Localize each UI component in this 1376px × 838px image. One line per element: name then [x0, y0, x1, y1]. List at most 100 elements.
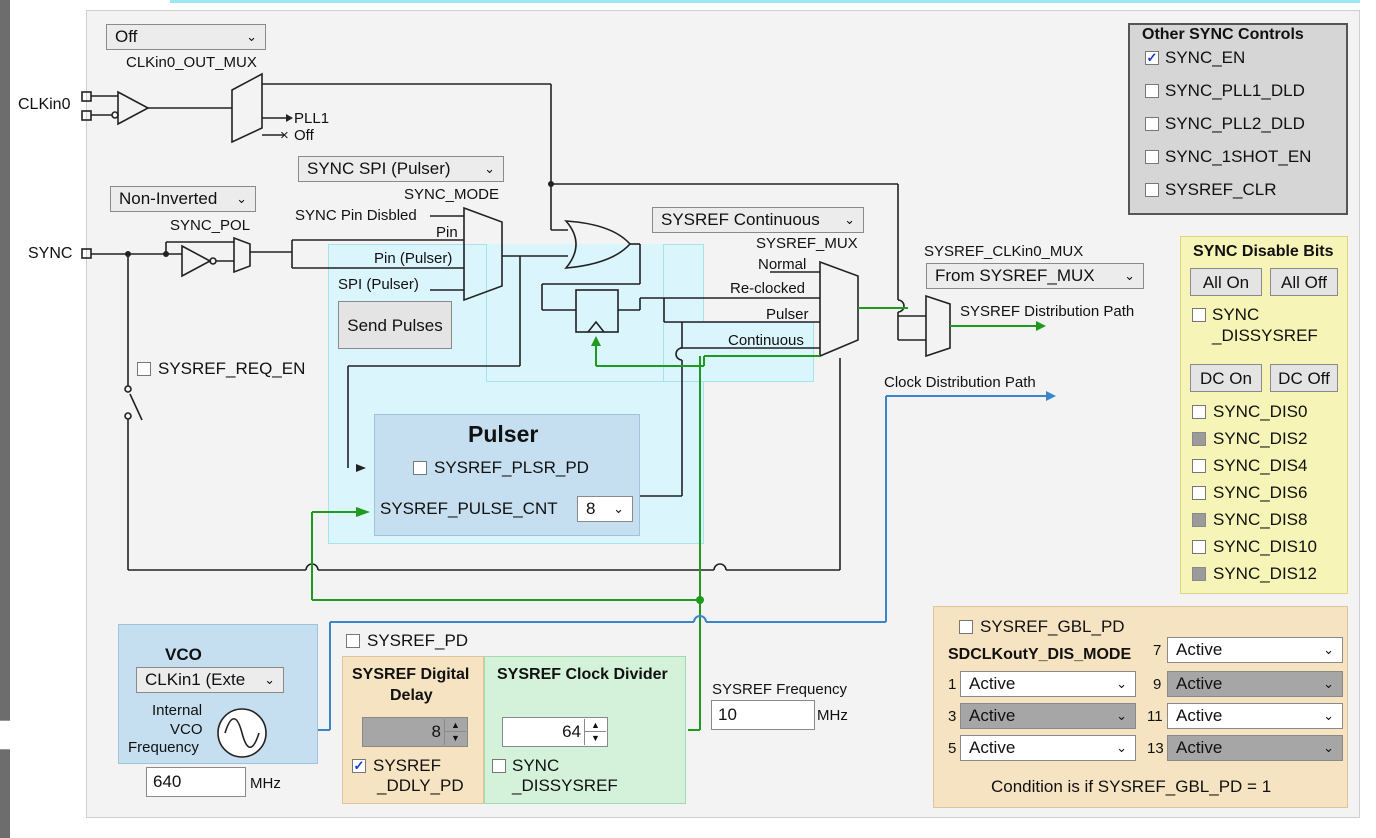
chevron-down-icon: ⌄ — [844, 212, 855, 227]
dis-mode-5-value: Active — [969, 738, 1016, 757]
sync-pll2-dld-label: SYNC_PLL2_DLD — [1165, 114, 1305, 133]
sysref-clkin0-mux-select[interactable]: From SYSREF_MUX⌄ — [926, 263, 1144, 289]
sysref-mux-select[interactable]: SYSREF Continuous ⌄ — [652, 207, 864, 233]
sync-dis12-checkbox[interactable] — [1192, 567, 1206, 581]
sysref-pd-checkbox[interactable] — [346, 634, 360, 648]
row-num-7: 7 — [1153, 642, 1162, 659]
sync-dis2-label: SYNC_DIS2 — [1213, 429, 1308, 448]
sysref-req-en-checkbox[interactable] — [137, 362, 151, 376]
all-on-button[interactable]: All On — [1190, 268, 1262, 296]
send-pulses-button[interactable]: Send Pulses — [338, 301, 452, 349]
row-num-11: 11 — [1147, 708, 1163, 725]
sync-dis6-checkbox[interactable] — [1192, 486, 1206, 500]
sync-dis12-label: SYNC_DIS12 — [1213, 564, 1317, 583]
sync-mode-select[interactable]: SYNC SPI (Pulser) ⌄ — [298, 156, 504, 182]
sync-dis8-checkbox[interactable] — [1192, 513, 1206, 527]
sync-dis8-label: SYNC_DIS8 — [1213, 510, 1308, 529]
dis-mode-1-value: Active — [969, 674, 1016, 693]
sysref-frequency-input[interactable]: 10 — [711, 700, 815, 730]
dis-mode-7-select[interactable]: Active⌄ — [1167, 637, 1343, 663]
divider-sync-dissysref-label-1: SYNC — [512, 756, 560, 775]
dis-mode-3-value: Active — [969, 706, 1016, 725]
sync-mode-value: SYNC SPI (Pulser) — [307, 159, 451, 178]
sysref-clr-checkbox[interactable] — [1145, 183, 1159, 197]
sysref-frequency-label: SYSREF Frequency — [712, 681, 848, 698]
digital-delay-stepper[interactable]: 8 ▲▼ — [362, 717, 468, 747]
dis-mode-9-select[interactable]: Active⌄ — [1167, 671, 1343, 697]
down-arrow-icon[interactable]: ▼ — [451, 733, 460, 743]
sync-mode-input-spi-pulser: SPI (Pulser) — [338, 276, 419, 293]
divider-sync-dissysref-checkbox[interactable] — [492, 759, 506, 773]
dis-mode-5-select[interactable]: Active⌄ — [960, 735, 1136, 761]
sysref-mux-input-reclocked: Re-clocked — [730, 280, 806, 297]
vco-panel — [118, 624, 318, 764]
dis-mode-1-select[interactable]: Active⌄ — [960, 671, 1136, 697]
sync-en-checkbox[interactable]: ✓ — [1145, 50, 1159, 65]
up-arrow-icon[interactable]: ▲ — [585, 719, 606, 732]
clkin0-buffer — [117, 90, 150, 126]
sdclkout-dis-mode-title: SDCLKoutY_DIS_MODE — [948, 646, 1132, 663]
sysref-plsr-pd-checkbox[interactable] — [413, 461, 427, 475]
sysref-mux-value: SYSREF Continuous — [661, 210, 820, 229]
digital-delay-title-2: Delay — [390, 687, 433, 704]
top-accent-bar — [170, 0, 1360, 3]
row-num-1: 1 — [948, 676, 957, 693]
sysref-pulse-cnt-select[interactable]: 8⌄ — [577, 496, 633, 522]
chevron-down-icon: ⌄ — [236, 191, 247, 206]
dis-mode-13-select[interactable]: Active ⌄ — [1167, 735, 1343, 761]
row-num-9: 9 — [1153, 676, 1162, 693]
vco-frequency-input[interactable]: 640 — [146, 767, 246, 797]
sync-pll2-dld-checkbox[interactable] — [1145, 117, 1159, 131]
dis-mode-11-select[interactable]: Active⌄ — [1167, 703, 1343, 729]
sync-pol-select[interactable]: Non-Inverted ⌄ — [110, 186, 256, 212]
all-off-button[interactable]: All Off — [1270, 268, 1338, 296]
sysref-distribution-path-label: SYSREF Distribution Path — [960, 303, 1135, 320]
sync-pol-value: Non-Inverted — [119, 189, 218, 208]
dis-mode-3-select[interactable]: Active⌄ — [960, 703, 1136, 729]
digital-delay-value: 8 — [431, 722, 441, 741]
clkin0-out-mux-label: CLKin0_OUT_MUX — [126, 54, 257, 71]
or-gate — [564, 220, 632, 269]
sync-pll1-dld-checkbox[interactable] — [1145, 84, 1159, 98]
vco-label-2: VCO — [170, 721, 203, 738]
sync-mode-mux — [463, 206, 503, 302]
divider-sync-dissysref-label-2: _DISSYSREF — [512, 776, 618, 795]
clkin0-out-mux-select[interactable]: Off⌄ — [106, 24, 266, 50]
sync-dis10-label: SYNC_DIS10 — [1213, 537, 1317, 556]
sync-dis4-checkbox[interactable] — [1192, 459, 1206, 473]
up-arrow-icon[interactable]: ▲ — [445, 719, 466, 732]
sysref-clkin0-mux-value: From SYSREF_MUX — [935, 266, 1095, 285]
stepper-arrows[interactable]: ▲▼ — [444, 719, 466, 745]
dc-off-button[interactable]: DC Off — [1270, 364, 1338, 392]
clkin0-port-a — [81, 91, 92, 102]
clock-divider-stepper[interactable]: 64 ▲▼ — [502, 717, 608, 747]
dis-mode-13-value: Active — [1176, 738, 1223, 757]
sync-dis2-checkbox[interactable] — [1192, 432, 1206, 446]
sync-en-label: SYNC_EN — [1165, 48, 1246, 67]
oscillator-icon — [217, 708, 267, 758]
down-arrow-icon[interactable]: ▼ — [591, 733, 600, 743]
sync-1shot-en-checkbox[interactable] — [1145, 150, 1159, 164]
sync-port — [81, 248, 92, 259]
sysref-clkin0-mux — [925, 294, 951, 358]
sysref-plsr-pd-label: SYSREF_PLSR_PD — [434, 458, 589, 477]
vco-source-select[interactable]: CLKin1 (Exte⌄ — [136, 667, 284, 693]
left-edge-strip — [0, 720, 10, 750]
sync-dissysref-checkbox[interactable] — [1192, 308, 1206, 322]
sysref-frequency-unit: MHz — [817, 707, 848, 724]
vco-label-3: Frequency — [128, 739, 199, 756]
sync-disable-title: SYNC Disable Bits — [1193, 243, 1334, 260]
sysref-ddly-pd-checkbox[interactable]: ✓ — [352, 758, 366, 773]
dc-on-button[interactable]: DC On — [1190, 364, 1262, 392]
off-label: Off — [294, 127, 314, 144]
row-num-3: 3 — [948, 708, 957, 725]
sysref-mux-input-normal: Normal — [758, 256, 807, 273]
other-sync-controls-title: Other SYNC Controls — [1142, 26, 1304, 43]
chevron-down-icon: ⌄ — [1323, 740, 1334, 755]
sysref-gbl-pd-checkbox[interactable] — [959, 620, 973, 634]
row-num-13: 13 — [1147, 740, 1164, 757]
stepper-arrows[interactable]: ▲▼ — [584, 719, 606, 745]
sync-dis0-checkbox[interactable] — [1192, 405, 1206, 419]
sync-dis10-checkbox[interactable] — [1192, 540, 1206, 554]
chevron-down-icon: ⌄ — [484, 161, 495, 176]
